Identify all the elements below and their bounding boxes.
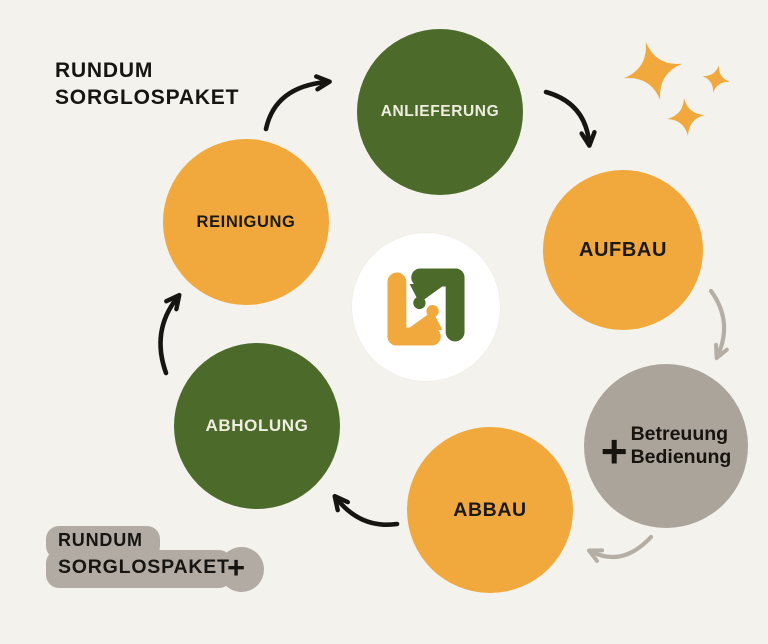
page-title: RUNDUM SORGLOSPAKET xyxy=(55,57,239,111)
abholung-label: ABHOLUNG xyxy=(205,416,309,435)
betreuung-line1: Betreuung xyxy=(630,423,729,445)
arrow-abbau-to-abholung xyxy=(332,493,400,527)
brand-logo-icon xyxy=(387,268,465,346)
sparkle-large-icon xyxy=(623,41,683,101)
title-line1: RUNDUM xyxy=(55,59,154,82)
sparkles-icon xyxy=(623,41,730,136)
aufbau-label: AUFBAU xyxy=(578,238,668,261)
betreuung-line2: Bedienung xyxy=(630,446,732,468)
badge-line2: SORGLOSPAKET xyxy=(58,556,230,578)
cycle-step-anlieferung: ANLIEFERUNG xyxy=(357,29,523,195)
cycle-step-aufbau: AUFBAU xyxy=(543,170,703,330)
arrow-aufbau-to-betreuung xyxy=(708,288,729,361)
plus-icon: + xyxy=(600,425,628,477)
cycle-step-reinigung: REINIGUNG xyxy=(163,139,329,305)
sparkle-small-icon xyxy=(702,65,730,93)
arrow-reinigung-to-anlieferung xyxy=(263,74,332,132)
cycle-step-abholung: ABHOLUNG xyxy=(174,343,340,509)
sparkle-medium-icon xyxy=(667,98,705,136)
badge-line1: RUNDUM xyxy=(58,530,143,550)
badge-plus-icon: + xyxy=(227,550,246,585)
center-circle xyxy=(352,233,500,381)
anlieferung-label: ANLIEFERUNG xyxy=(380,103,500,120)
badge-background-bottom xyxy=(46,550,232,588)
arrow-anlieferung-to-aufbau xyxy=(543,89,597,148)
cycle-step-betreuung-bedienung: + Betreuung Bedienung xyxy=(584,364,748,528)
badge-plus-bump xyxy=(219,547,264,592)
betreuung-lines: Betreuung Bedienung xyxy=(631,423,732,469)
betreuung-content: + Betreuung Bedienung xyxy=(600,421,732,477)
arrow-betreuung-to-abbau xyxy=(586,534,654,563)
arrow-abholung-to-reinigung xyxy=(158,292,182,376)
reinigung-label: REINIGUNG xyxy=(196,212,296,231)
abbau-label: ABBAU xyxy=(453,498,527,521)
title-line2: SORGLOSPAKET xyxy=(55,86,240,109)
cycle-step-abbau: ABBAU xyxy=(407,427,573,593)
